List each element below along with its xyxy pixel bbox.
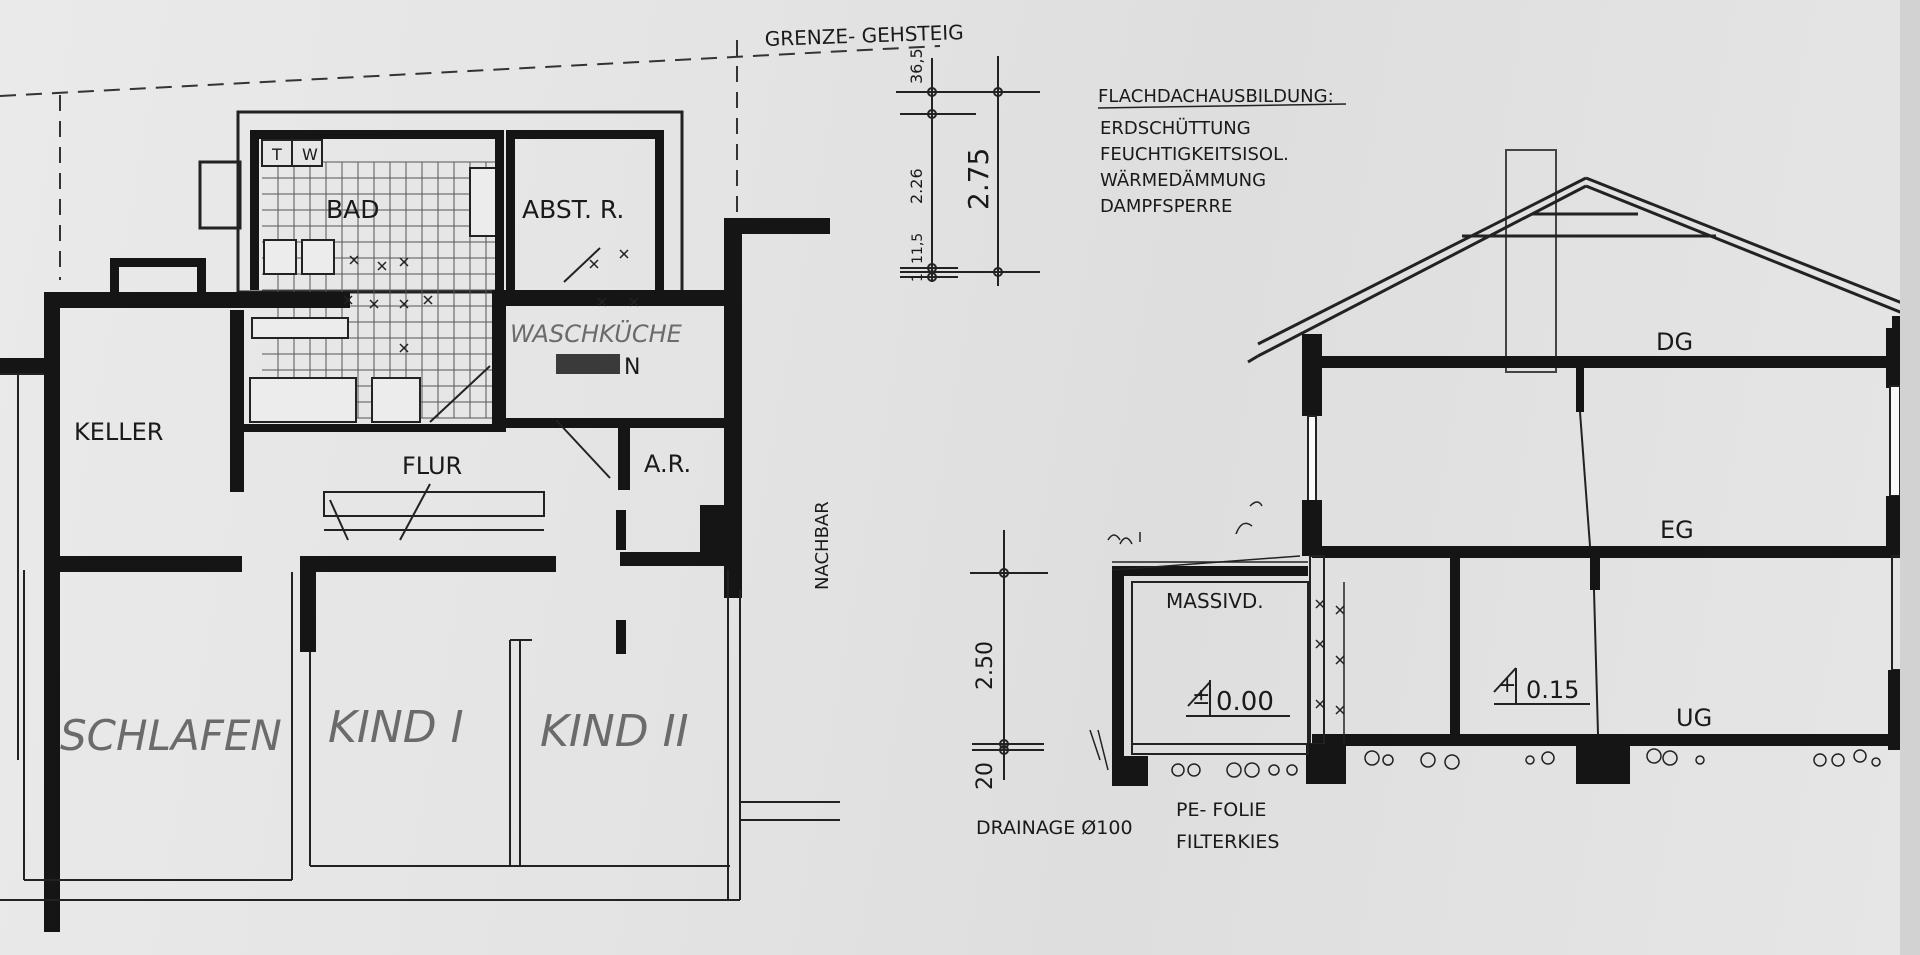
plumbing-marks xyxy=(343,249,639,353)
bath-shelf xyxy=(469,167,497,237)
room-kind2: KIND II xyxy=(540,706,689,757)
boundary-line xyxy=(0,45,941,97)
filterkies-label: FILTERKIES xyxy=(1176,831,1279,853)
room-waschkueche-tail: N xyxy=(624,355,640,380)
roof-build-heading: FLACHDACHAUSBILDUNG: xyxy=(1098,86,1334,107)
level-eg: EG xyxy=(1660,516,1694,544)
bath-outer-frame xyxy=(236,110,684,294)
ceiling-dg xyxy=(1312,356,1920,368)
section-wall-left-3 xyxy=(1302,500,1322,556)
pe-folie-label: PE- FOLIE xyxy=(1176,799,1266,821)
boundary-label: GRENZE- GEHSTEIG xyxy=(764,20,964,51)
neighbour-label: NACHBAR xyxy=(812,501,833,590)
section-wall-right-2 xyxy=(1889,385,1901,497)
drainage-label: DRAINAGE Ø100 xyxy=(976,817,1133,839)
foundation-1 xyxy=(1306,744,1346,784)
bath-basin-2 xyxy=(301,239,335,275)
room-schlafen: SCHLAFEN xyxy=(60,711,282,760)
elevation-right: 0.15 xyxy=(1526,676,1579,704)
dim-1: 1 xyxy=(910,273,926,282)
room-flur: FLUR xyxy=(402,452,462,480)
roof-layer-3: WÄRMEDÄMMUNG xyxy=(1100,170,1266,191)
massivd-label: MASSIVD. xyxy=(1166,589,1264,613)
dim-36-5: 36,5 xyxy=(907,48,926,84)
room-ar: A.R. xyxy=(644,450,691,478)
section-post-1 xyxy=(1576,362,1584,412)
room-abstr: ABST. R. xyxy=(522,195,624,224)
dim-20: 20 xyxy=(973,762,998,790)
bath-basin-1 xyxy=(263,239,297,275)
massiv-floor xyxy=(1131,743,1309,755)
room-waschkueche: WASCHKÜCHE xyxy=(510,319,683,348)
dim-2-26: 2.26 xyxy=(907,168,926,204)
dimension-upper xyxy=(896,56,1040,286)
dim-11-5: 11,5 xyxy=(910,233,926,264)
scribble xyxy=(556,354,620,374)
bath-counter xyxy=(251,317,349,339)
paper-edge xyxy=(1900,0,1920,955)
floor-ug xyxy=(1312,734,1920,746)
gravel xyxy=(1171,748,1881,778)
massiv-wall xyxy=(1112,566,1124,786)
elevation-marker-left xyxy=(1186,680,1290,717)
plants xyxy=(1089,501,1263,771)
massiv-foot xyxy=(1120,756,1148,786)
dim-2-50: 2.50 xyxy=(973,641,998,690)
elevation-left-sign: ± xyxy=(1192,685,1210,710)
floor-plan: GRENZE- GEHSTEIG T W BAD xyxy=(0,20,964,932)
roof-layer-1: ERDSCHÜTTUNG xyxy=(1100,117,1251,139)
roof-layer-2: FEUCHTIGKEITSISOL. xyxy=(1100,144,1289,165)
massiv-hatch xyxy=(1307,582,1345,744)
room-kind1: KIND I xyxy=(328,702,464,753)
section-wall-left-ug xyxy=(1309,555,1325,745)
massiv-slab xyxy=(1112,566,1308,576)
level-dg: DG xyxy=(1656,328,1693,356)
section-wall-left-2 xyxy=(1307,415,1317,503)
elevation-right-sign: + xyxy=(1498,673,1516,698)
roof-build-note: FLACHDACHAUSBILDUNG: ERDSCHÜTTUNG FEUCHT… xyxy=(1097,86,1347,217)
roof xyxy=(1247,176,1920,364)
chimney xyxy=(1505,149,1557,373)
appliance-t: T xyxy=(271,145,282,164)
dim-2-75: 2.75 xyxy=(962,148,995,210)
section-wall-left xyxy=(1302,334,1322,416)
appliance-w: W xyxy=(302,145,318,164)
bathtub xyxy=(249,377,357,423)
bath-window xyxy=(198,160,242,230)
thin-walls xyxy=(0,373,840,901)
walls xyxy=(0,130,830,932)
room-bad: BAD xyxy=(326,195,380,224)
roof-layer-4: DAMPFSPERRE xyxy=(1100,196,1232,217)
section-post-3 xyxy=(1590,556,1600,590)
section-view: DG EG UG MASSIVD. ± 0.00 + 0.15 DRAINAGE… xyxy=(976,149,1920,853)
elevation-marker-right xyxy=(1493,667,1590,705)
section-post-2 xyxy=(1450,556,1460,736)
door-swings xyxy=(323,247,611,541)
foundation-2 xyxy=(1576,744,1630,784)
dimension-lower xyxy=(970,530,1048,780)
elevation-left: 0.00 xyxy=(1216,687,1274,717)
ceiling-eg xyxy=(1312,546,1920,558)
bath-stool xyxy=(371,377,421,423)
level-ug: UG xyxy=(1676,704,1712,732)
room-keller: KELLER xyxy=(74,418,163,446)
